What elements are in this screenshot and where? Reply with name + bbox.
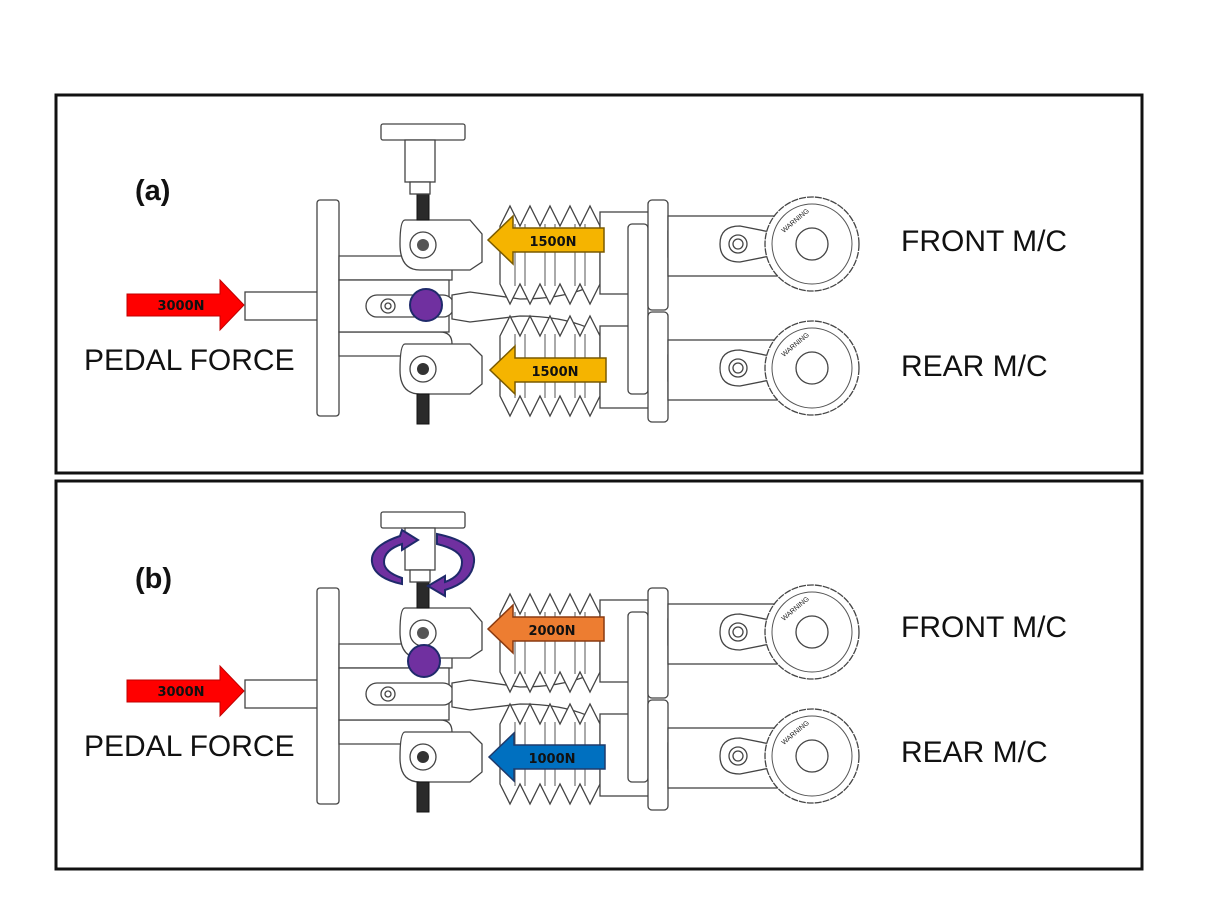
rear-force-arrow-b: 1000N — [487, 731, 606, 783]
front-force-arrow-b: 2000N — [486, 603, 605, 655]
pedal-force-value-a: 3000N — [157, 299, 204, 314]
front-mc-label-b: FRONT M/C — [901, 611, 1067, 644]
rotation-arrow-icon — [370, 528, 476, 598]
rear-mc-label-b: REAR M/C — [901, 736, 1048, 769]
pedal-force-arrow-b: 3000N — [126, 664, 245, 718]
pivot-marker-a — [409, 288, 443, 322]
panel-b-tag: (b) — [135, 563, 172, 595]
panel-b: (b) 3000N PEDAL FORCE 2000N 1000N WARNIN… — [54, 479, 1144, 871]
rear-force-value-b: 1000N — [528, 752, 575, 767]
pedal-force-label-b: PEDAL FORCE — [84, 730, 295, 763]
pivot-marker-b — [407, 644, 441, 678]
rear-force-value-a: 1500N — [531, 365, 578, 380]
panel-b-frame — [54, 479, 1144, 871]
front-mc-label-a: FRONT M/C — [901, 225, 1067, 258]
rear-force-arrow-a: 1500N — [488, 344, 607, 396]
pedal-force-arrow-a: 3000N — [126, 278, 245, 332]
pedal-force-label-a: PEDAL FORCE — [84, 344, 295, 377]
front-force-value-b: 2000N — [528, 624, 575, 639]
pedal-force-value-b: 3000N — [157, 685, 204, 700]
panel-a: (a) 3000N PEDAL FORCE 1500N 1500N WARNIN… — [54, 93, 1144, 475]
rear-mc-label-a: REAR M/C — [901, 350, 1048, 383]
panel-a-tag: (a) — [135, 175, 170, 207]
panel-a-frame — [54, 93, 1144, 475]
front-force-value-a: 1500N — [529, 235, 576, 250]
front-force-arrow-a: 1500N — [486, 214, 605, 266]
